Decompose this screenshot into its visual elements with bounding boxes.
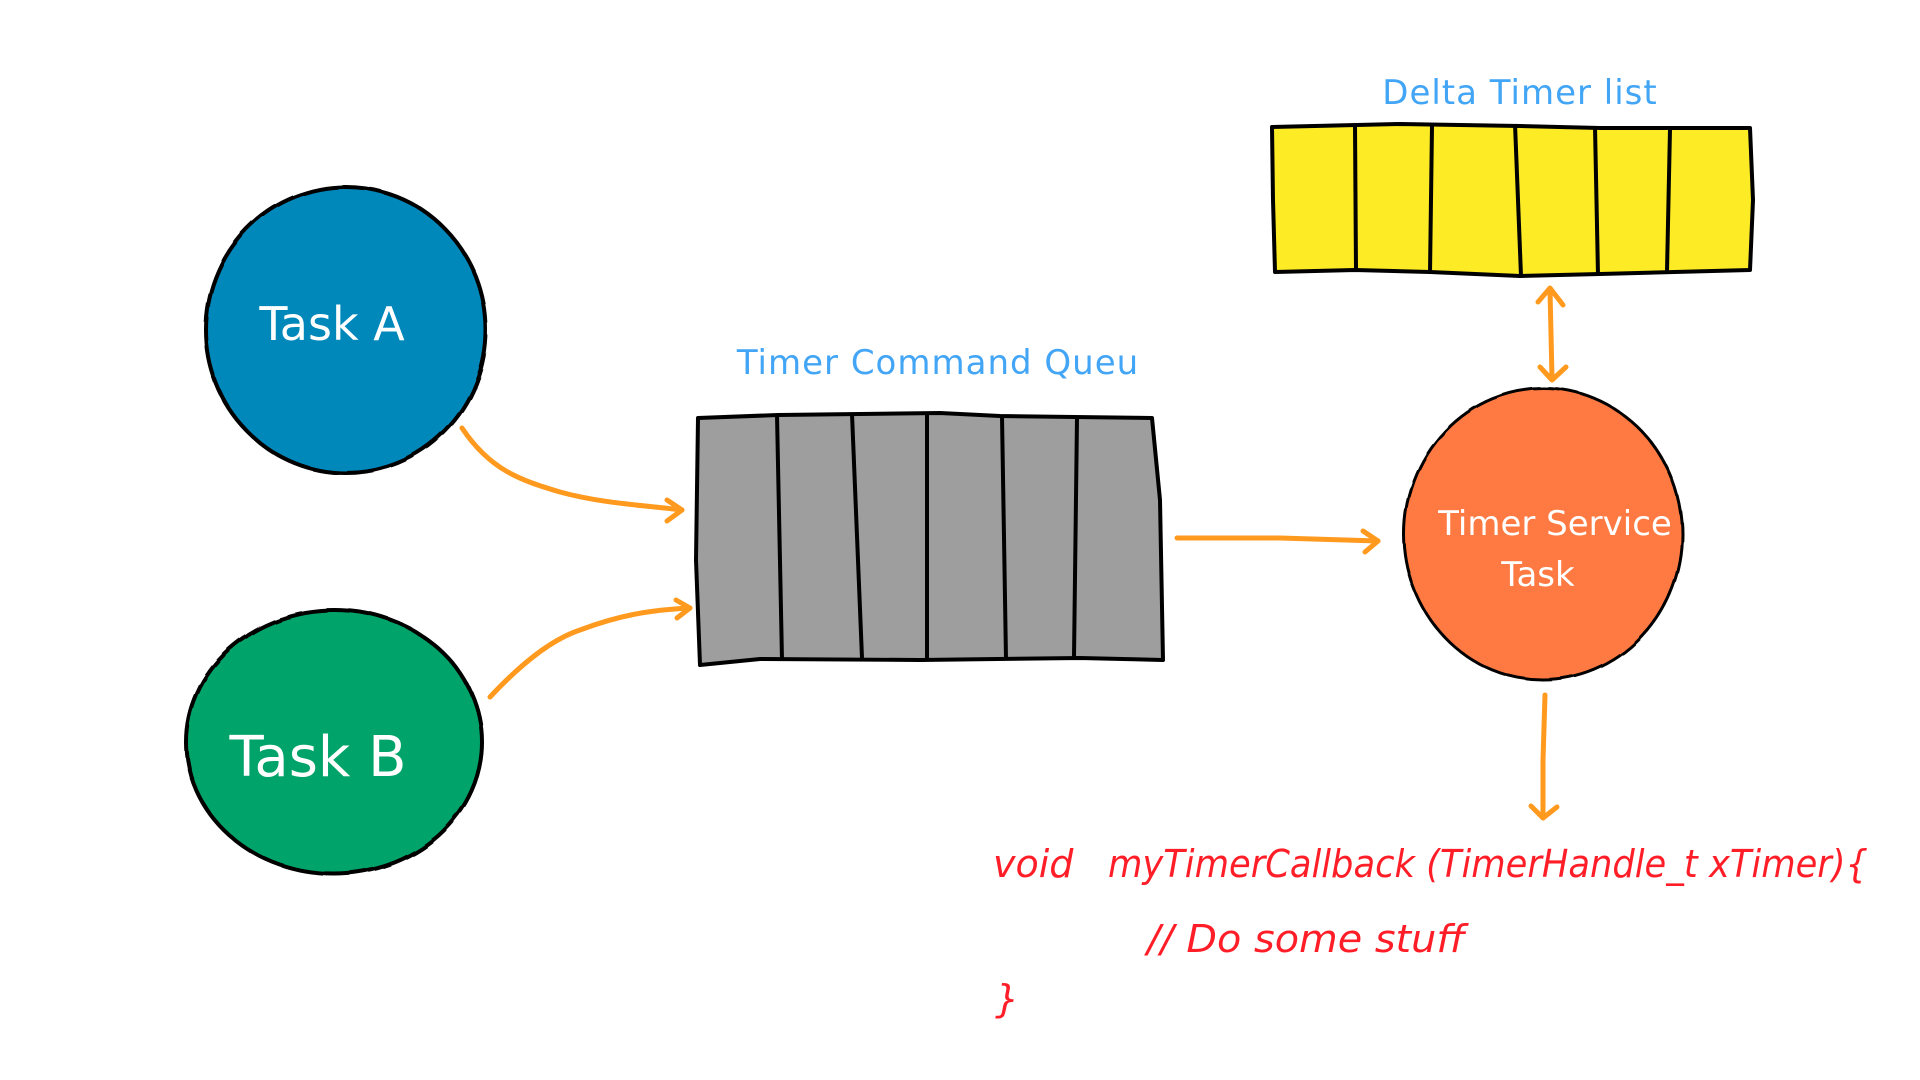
arrowhead-up-icon — [1535, 285, 1566, 308]
queue-slot-divider — [1072, 417, 1079, 658]
task-b-node: Task B — [184, 608, 484, 876]
arrow-service-task-to-callback — [1528, 692, 1560, 821]
list-slot-divider — [1353, 125, 1358, 271]
arrowhead-down-icon — [1537, 364, 1569, 383]
timer-command-queue-slots — [775, 413, 1079, 661]
task-a-circle — [204, 185, 488, 475]
queue-slot-divider — [850, 413, 864, 659]
code-line-1-keyword: void — [993, 842, 1074, 886]
list-slot-divider — [1513, 123, 1523, 277]
arrow-task-a-to-queue — [459, 425, 685, 524]
task-a-label: Task A — [258, 297, 405, 351]
task-b-circle — [184, 608, 484, 876]
list-slot-divider — [1593, 126, 1600, 276]
delta-timer-list: Delta Timer list — [1270, 73, 1755, 278]
code-line-3: } — [995, 977, 1019, 1021]
timer-service-task-circle — [1402, 386, 1684, 682]
task-b-label: Task B — [228, 725, 406, 790]
timer-command-queue-label: Timer Command Queu — [736, 343, 1139, 383]
timer-command-queue: Timer Command Queu — [694, 343, 1165, 667]
delta-timer-list-box — [1270, 122, 1755, 278]
arrowhead-icon — [1528, 803, 1560, 821]
arrowhead-icon — [1360, 528, 1381, 555]
timer-command-queue-box — [694, 411, 1165, 667]
arrow-queue-to-service-task — [1174, 528, 1381, 555]
arrow-task-b-to-queue — [487, 597, 693, 700]
task-a-node: Task A — [204, 185, 488, 475]
timer-service-task-node: Timer Service Task — [1402, 386, 1684, 682]
callback-code: void myTimerCallback (TimerHandle_t xTim… — [993, 842, 1868, 1021]
delta-timer-list-slots — [1353, 123, 1672, 277]
arrowhead-icon — [673, 597, 693, 621]
arrow-service-task-list-bidirectional — [1535, 285, 1569, 383]
timer-service-task-label-line1: Timer Service — [1437, 504, 1672, 544]
code-line-2: // Do some stuff — [1144, 917, 1469, 961]
code-line-1: myTimerCallback (TimerHandle_t xTimer){ — [1108, 842, 1868, 886]
timer-service-task-label-line2: Task — [1500, 555, 1575, 595]
queue-slot-divider — [775, 414, 784, 661]
list-slot-divider — [1665, 128, 1672, 272]
delta-timer-list-label: Delta Timer list — [1382, 73, 1657, 113]
list-slot-divider — [1428, 125, 1434, 274]
arrowhead-icon — [664, 497, 685, 524]
queue-slot-divider — [1000, 415, 1008, 660]
